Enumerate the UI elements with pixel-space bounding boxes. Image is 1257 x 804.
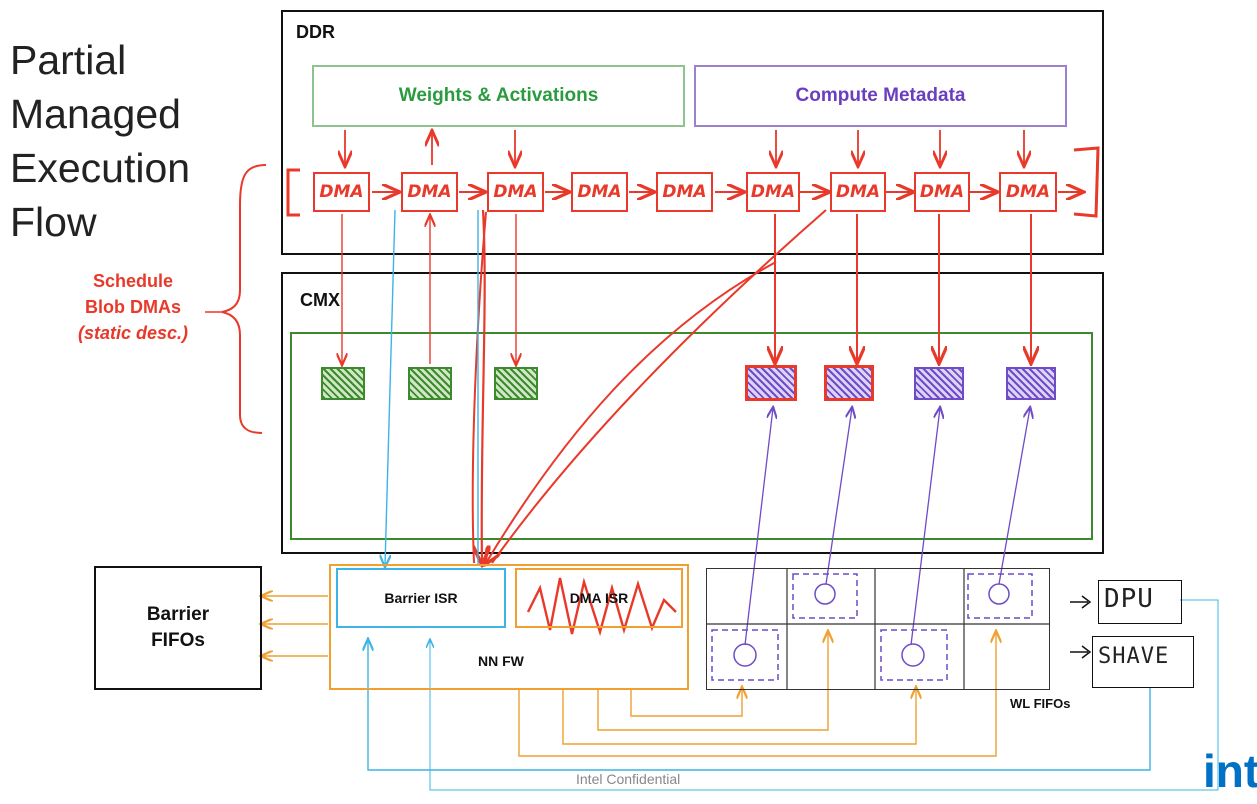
dma-metadata-arrows — [775, 214, 1031, 362]
wl-fifos-grid — [706, 568, 1050, 690]
cmx-label: CMX — [300, 290, 340, 310]
intel-logo: int — [1203, 745, 1257, 797]
wl-slots — [711, 573, 1033, 681]
dma-box-4: DMA — [571, 172, 628, 212]
dma-box-6: DMA — [746, 172, 800, 212]
wl-to-tile-arrows — [744, 408, 1030, 646]
chain-left-bracket — [286, 168, 300, 217]
cmx-region — [281, 272, 1104, 554]
dma-to-isr-arrow-2 — [471, 211, 487, 564]
dpu-label: DPU — [1104, 584, 1154, 614]
schedule-label-line-1: Schedule — [92, 271, 174, 291]
dma-isr-label: DMA ISR — [569, 590, 629, 606]
cyan-lines — [368, 209, 1219, 791]
compute-metadata-box: Compute Metadata — [694, 65, 1067, 127]
weights-activations-label: Weights & Activations — [398, 85, 599, 106]
chain-right-bracket — [1073, 146, 1100, 218]
dpu-box — [1098, 580, 1182, 624]
nn-fw-box — [329, 564, 689, 690]
wl-grid-lines — [706, 568, 1050, 690]
dma-box-1: DMA — [313, 172, 370, 212]
barrier-fifos-box: Barrier FIFOs — [94, 566, 262, 690]
dma-to-isr-arrow-1 — [482, 209, 485, 563]
ddr-region — [281, 10, 1104, 255]
dma-box-7: DMA — [830, 172, 886, 212]
barrier-fifos-label-line-2: FIFOs — [151, 630, 205, 651]
title-line-3: Execution — [10, 145, 191, 191]
weights-tile-1 — [321, 367, 365, 400]
wl-fifos-label: WL FIFOs — [1010, 696, 1071, 711]
dma-isr-box: DMA ISR — [515, 568, 683, 628]
confidential-footer: Intel Confidential — [576, 771, 681, 787]
dma-box-2: DMA — [401, 172, 458, 212]
title-line-1: Partial — [10, 37, 127, 83]
ddr-dma-arrows — [345, 130, 1024, 165]
dma-box-9: DMA — [999, 172, 1057, 212]
dma-box-8: DMA — [914, 172, 970, 212]
dma-cmx-arrows — [342, 214, 516, 364]
activations-tile-3 — [494, 367, 538, 400]
metadata-tile-1 — [745, 365, 797, 401]
title-line-2: Managed — [10, 91, 181, 137]
dma-box-5: DMA — [656, 172, 713, 212]
metadata-tile-2 — [824, 365, 874, 401]
metadata-tile-3 — [914, 367, 964, 400]
ddr-label: DDR — [296, 22, 335, 42]
metadata-tile-4 — [1006, 367, 1056, 400]
barrier-fifos-label-line-1: Barrier — [146, 604, 210, 625]
dma-box-3: DMA — [487, 172, 544, 212]
weights-tile-2 — [408, 367, 452, 400]
schedule-label-line-2: Blob DMAs — [85, 297, 181, 317]
shave-box — [1092, 636, 1194, 688]
metadata-to-isr-arrow-1 — [486, 261, 777, 563]
fifo-arrows — [262, 596, 996, 757]
barrier-isr-box: Barrier ISR — [336, 568, 506, 628]
barrier-isr-label: Barrier ISR — [384, 590, 458, 606]
schedule-brace — [221, 164, 267, 434]
title-line-4: Flow — [10, 199, 97, 245]
engine-arrows — [1070, 595, 1092, 659]
shave-label: SHAVE — [1098, 644, 1170, 669]
metadata-to-isr-arrow-2 — [491, 209, 827, 564]
weights-activations-box: Weights & Activations — [312, 65, 685, 127]
schedule-label-line-3: (static desc.) — [77, 323, 189, 343]
dma-isr-scribble — [526, 577, 677, 637]
compute-metadata-label: Compute Metadata — [795, 85, 966, 106]
nn-fw-label: NN FW — [478, 653, 524, 669]
